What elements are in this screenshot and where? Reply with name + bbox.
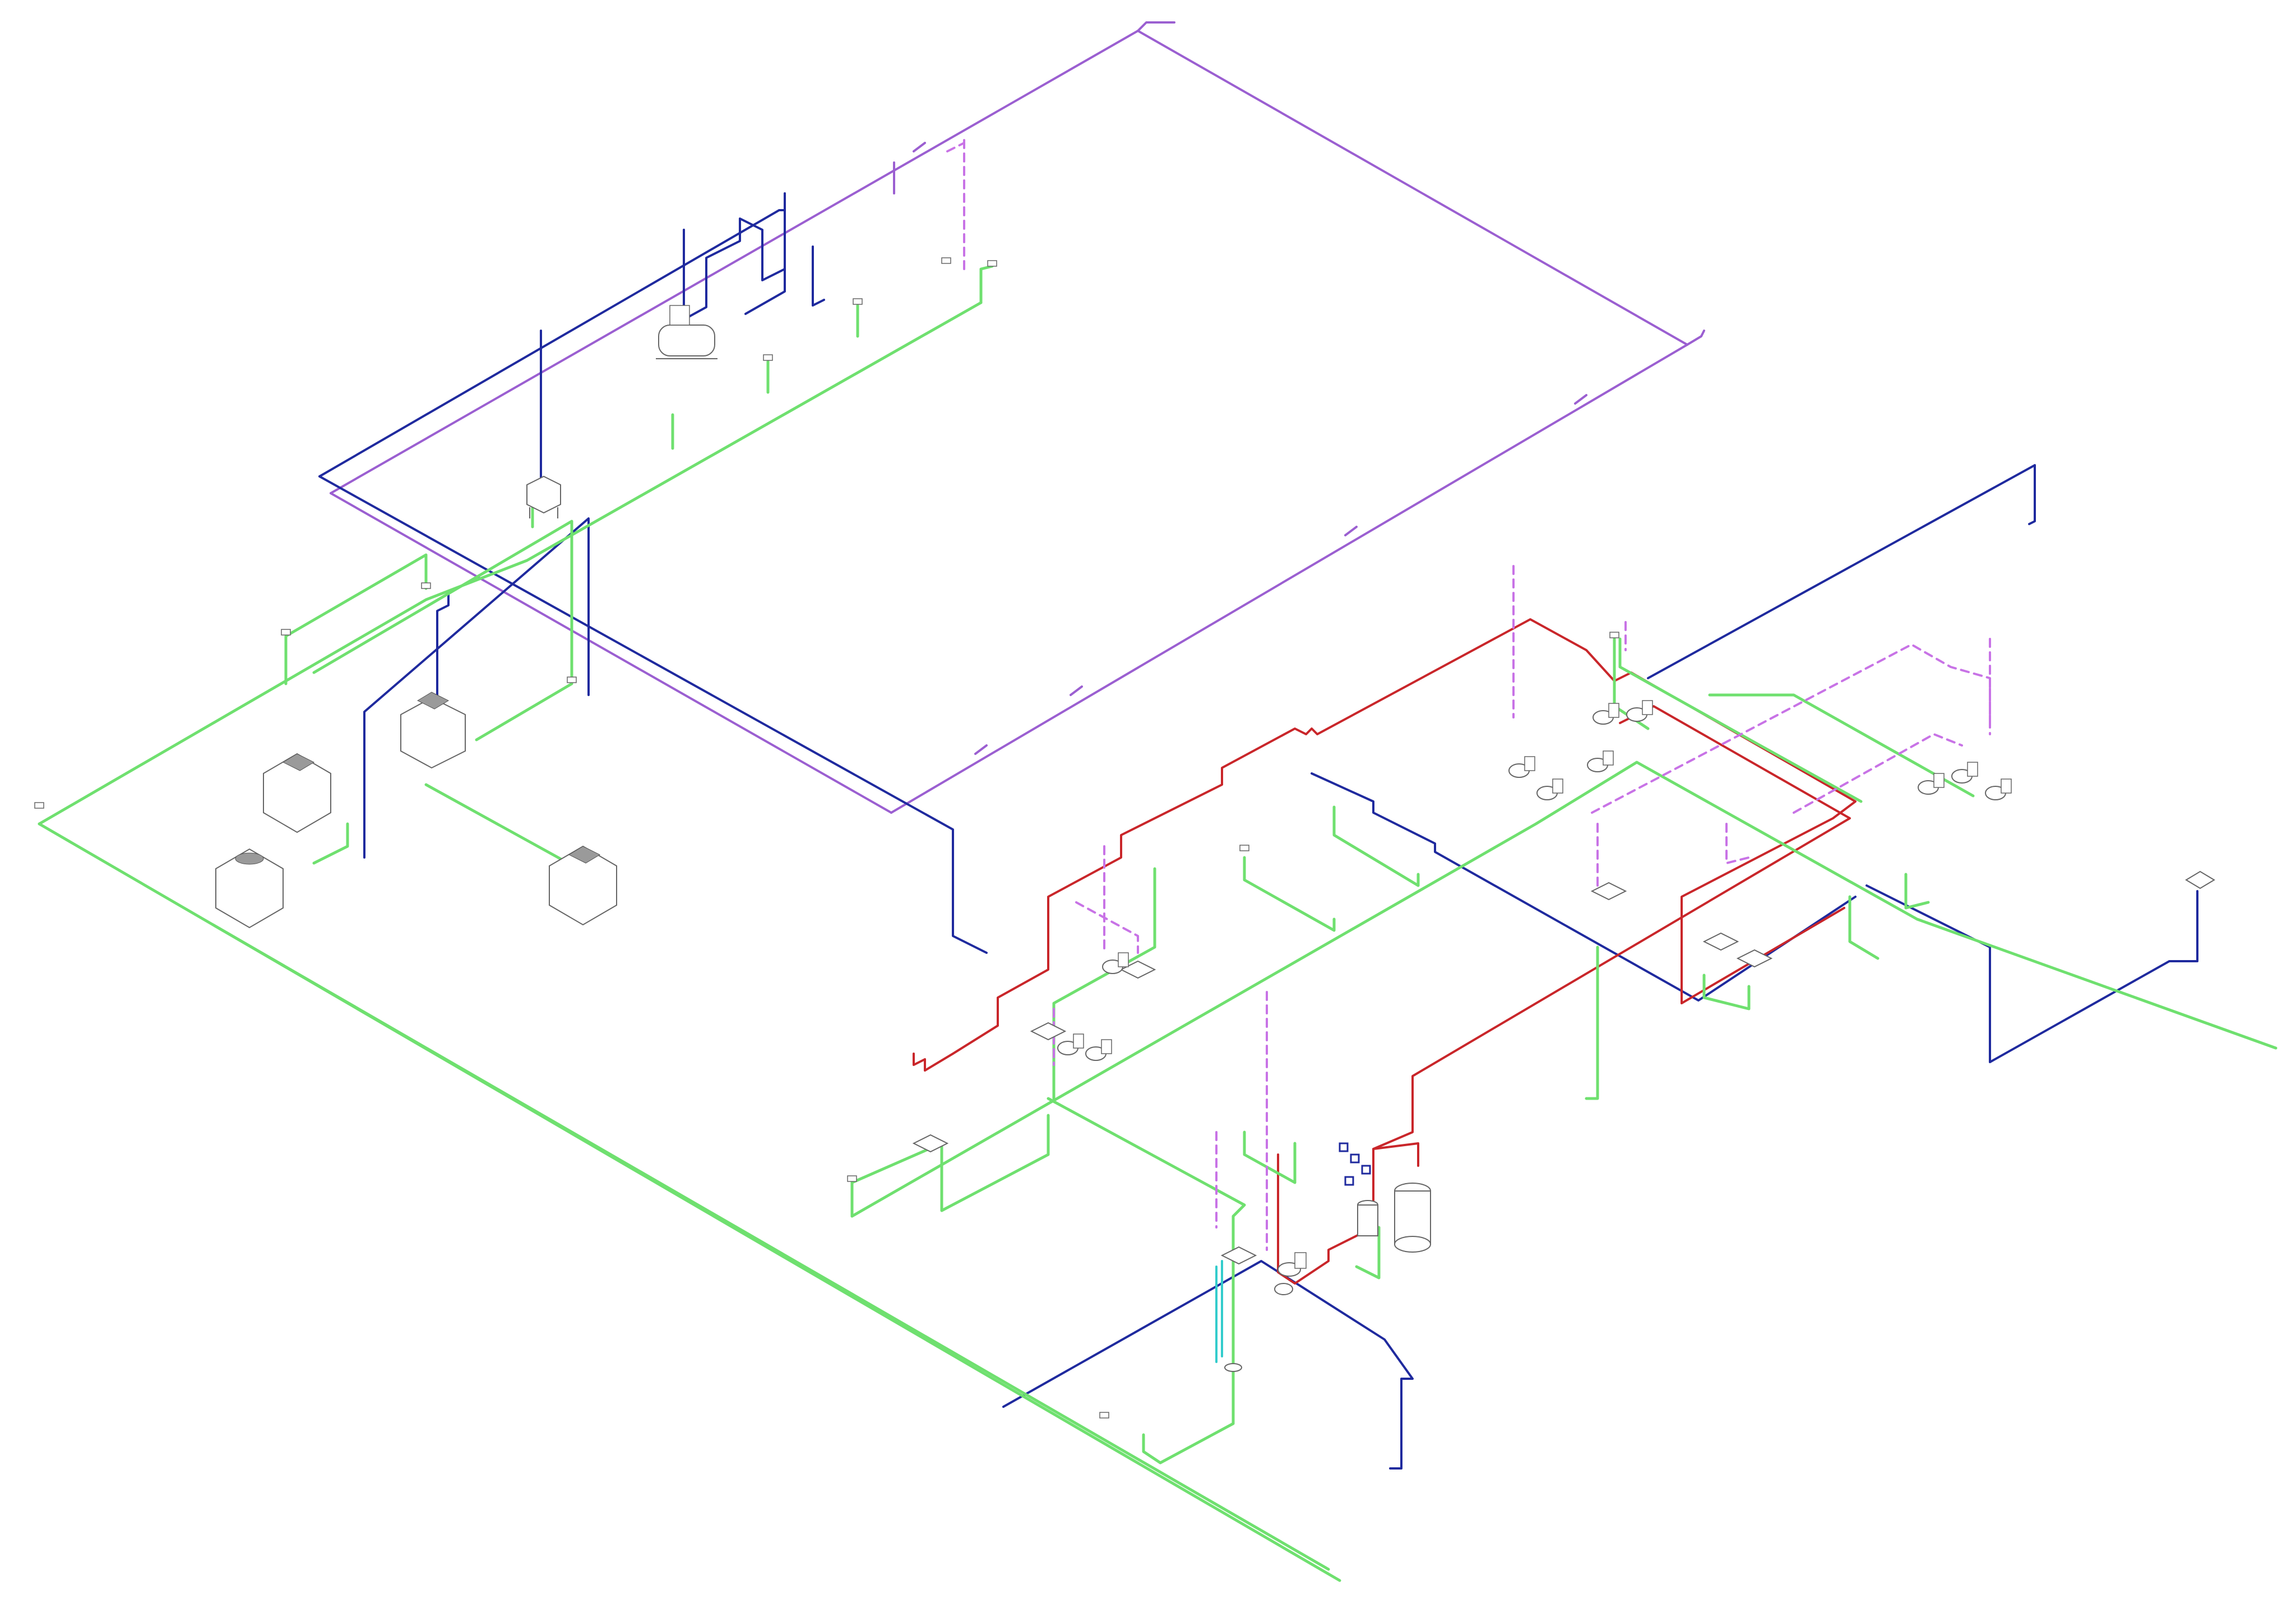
san-south-riser-b xyxy=(1355,1226,1381,1280)
san-center-branch-4 xyxy=(1585,946,1599,1100)
water-closet-icon xyxy=(1085,1039,1112,1061)
cleanout-icon xyxy=(1239,845,1249,851)
cleanout-icon xyxy=(941,257,951,264)
cleanout-icon xyxy=(763,354,773,361)
vent-north-b xyxy=(946,142,965,152)
san-north-riser-a xyxy=(979,265,994,304)
water-closet-icon xyxy=(1277,1252,1307,1277)
san-center-branch-5 xyxy=(1702,974,1751,1011)
cleanout-icon xyxy=(421,582,431,589)
san-west-fixture-run xyxy=(850,1114,1050,1218)
san-north-branch xyxy=(38,301,983,826)
mechanical-unit-icon xyxy=(400,692,466,769)
recirculation-line xyxy=(1215,1260,1223,1363)
lavatory-icon xyxy=(2185,870,2215,889)
water-heater-icon xyxy=(1394,1183,1431,1253)
gas-main-left-edge xyxy=(330,492,892,814)
gas-drop-1 xyxy=(1686,330,1705,346)
san-center-branch-8 xyxy=(1618,637,1863,803)
water-closet-icon xyxy=(1536,778,1563,800)
cleanout-icon xyxy=(1609,632,1619,638)
equipment-layer xyxy=(34,257,2215,1419)
mechanical-unit-icon xyxy=(549,845,617,926)
san-main-building-sewer xyxy=(211,923,1330,1571)
lavatory-icon xyxy=(1030,1022,1067,1041)
water-heater-icon xyxy=(1357,1200,1378,1236)
water-closet-icon xyxy=(1951,762,1978,784)
san-center-branch-3 xyxy=(1332,805,1420,887)
mechanical-unit-icon xyxy=(526,475,561,518)
gas-drop-5 xyxy=(974,744,988,755)
gas-drop-3 xyxy=(1344,526,1358,536)
cw-left-riser-b xyxy=(436,593,450,741)
sanitary-drain-system xyxy=(38,265,2278,1582)
cw-east-main xyxy=(1866,884,2198,1063)
gas-drop-2 xyxy=(1574,394,1587,405)
mechanical-unit-icon xyxy=(263,753,331,833)
cw-north-main xyxy=(1647,464,2036,679)
hw-west-run xyxy=(913,618,1857,1072)
cleanout-icon xyxy=(1099,1412,1109,1419)
lavatory-icon xyxy=(1736,949,1773,968)
gas-main-right-edge xyxy=(1137,30,1688,346)
vent-east-2 xyxy=(1793,733,1963,814)
cw-south-main xyxy=(1002,1260,1414,1470)
lavatory-icon xyxy=(912,1134,949,1153)
cleanout-icon xyxy=(847,1175,857,1182)
cw-upper-branch-b xyxy=(812,245,825,307)
san-area-drain-stub xyxy=(312,822,349,865)
water-closet-icon xyxy=(1587,750,1614,772)
san-west-lateral xyxy=(284,553,428,685)
cleanout-icon xyxy=(987,260,997,267)
san-center-main xyxy=(850,761,2278,1218)
lavatory-icon xyxy=(1702,932,1739,951)
cleanout-icon xyxy=(853,298,863,305)
san-center-branch-2 xyxy=(1243,856,1336,932)
lavatory-icon xyxy=(1220,1246,1257,1265)
gas-main-top-edge xyxy=(330,30,1139,494)
gas-piping-system xyxy=(330,21,1705,814)
cw-upper-branch-a xyxy=(683,192,786,321)
cleanout-icon xyxy=(281,629,291,636)
water-closet-icon xyxy=(1593,703,1619,725)
vent-west-2 xyxy=(1075,901,1139,954)
gas-main-bottom-edge xyxy=(890,344,1688,814)
vent-center-4 xyxy=(1725,823,1750,864)
cold-water-system xyxy=(318,192,2198,1470)
mechanical-unit-icon xyxy=(215,848,284,929)
gas-drop-4 xyxy=(1070,685,1083,696)
cleanout-icon xyxy=(34,802,44,809)
cleanout-icon xyxy=(567,676,577,683)
gas-riser-top xyxy=(1137,21,1175,32)
san-center-branch-9 xyxy=(1708,693,1975,798)
floor-drain-icon xyxy=(1224,1363,1242,1372)
cw-core-loop xyxy=(1311,772,1857,1002)
water-closet-icon xyxy=(1057,1033,1084,1055)
water-closet-icon xyxy=(1102,952,1129,974)
cw-left-riser xyxy=(363,517,590,859)
san-south-riser xyxy=(1243,1130,1297,1184)
lavatory-icon xyxy=(1590,882,1627,901)
water-closet-icon xyxy=(1274,1283,1293,1295)
valve-icon xyxy=(1339,1142,1371,1186)
san-center-branch-6 xyxy=(1848,895,1880,960)
hw-heater-branch xyxy=(1372,1142,1419,1167)
water-closet-icon xyxy=(1626,700,1653,722)
cw-diagonal-to-south xyxy=(318,475,988,954)
air-compressor-icon xyxy=(656,305,718,359)
san-center-branch-1 xyxy=(1047,1097,1246,1464)
gas-drop-6 xyxy=(913,142,926,152)
hw-south-run xyxy=(1277,705,1851,1285)
vent-system xyxy=(946,139,1991,1251)
water-closet-icon xyxy=(1918,773,1945,795)
san-west-lateral-b xyxy=(312,520,573,741)
san-center-branch-7 xyxy=(1904,873,1930,910)
water-closet-icon xyxy=(1985,778,2012,800)
lavatory-icon xyxy=(1119,960,1156,979)
water-closet-icon xyxy=(1508,756,1535,778)
